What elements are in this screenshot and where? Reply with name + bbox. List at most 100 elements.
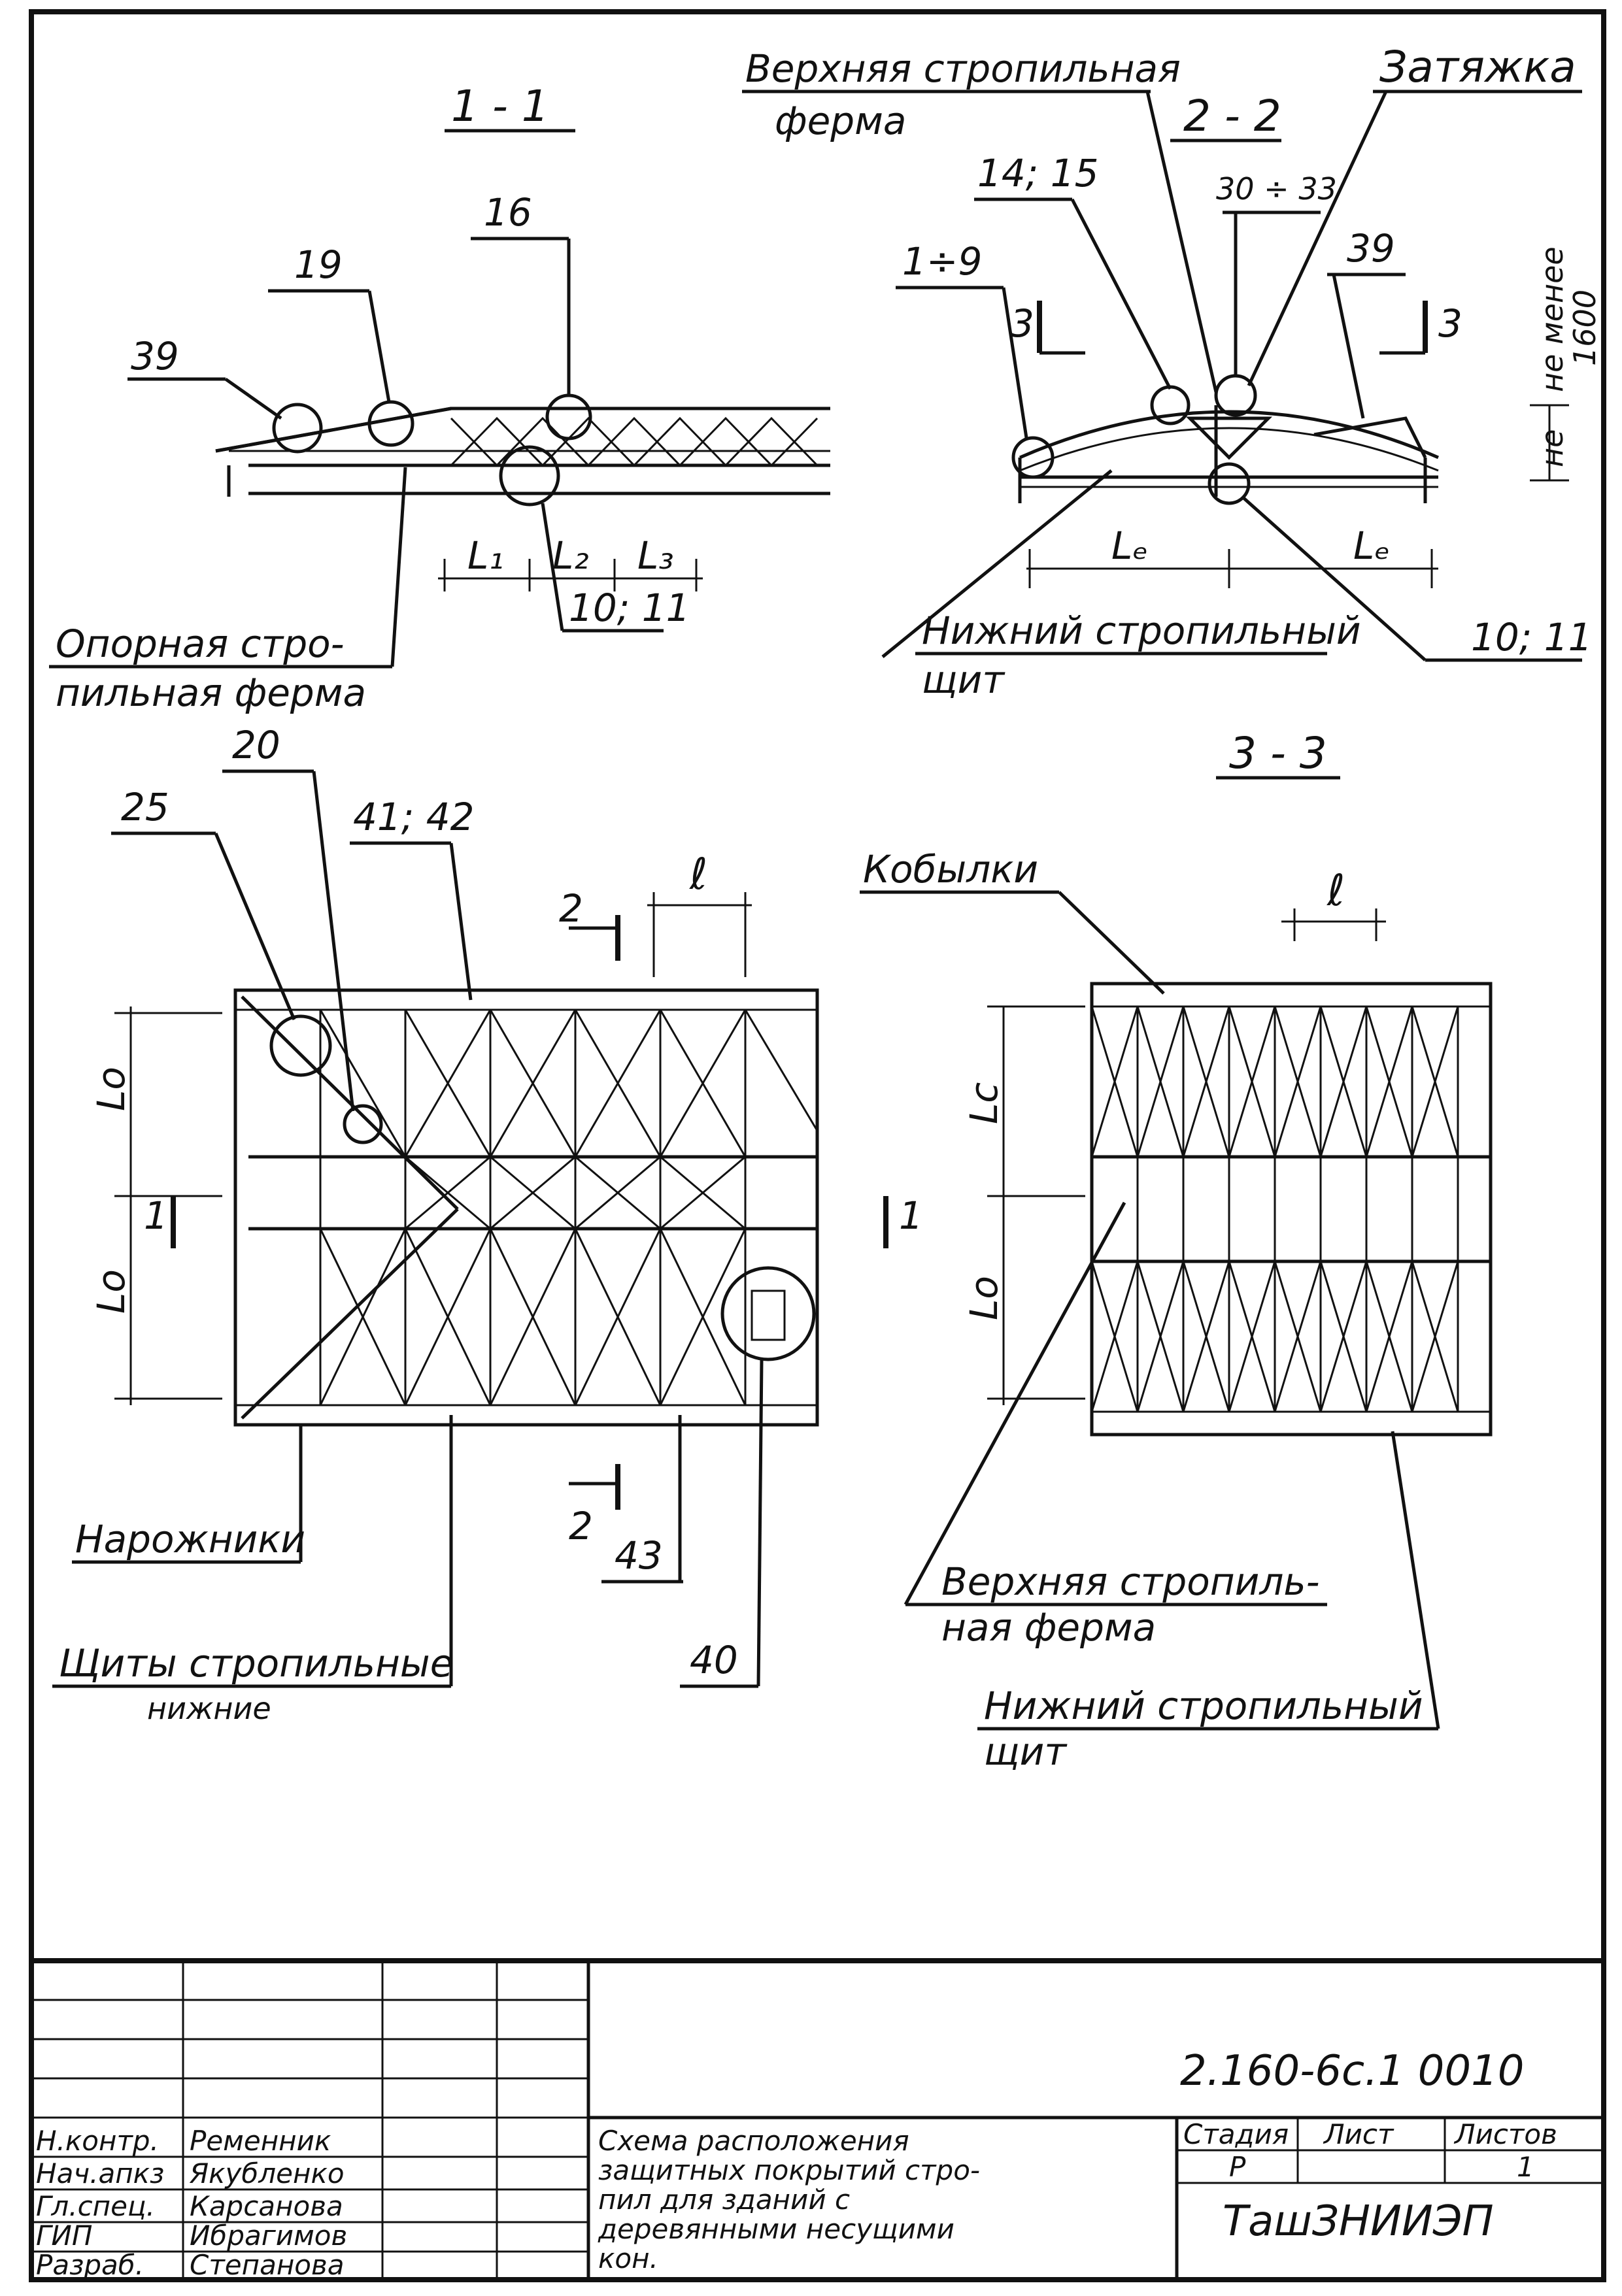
leader-support-truss [390, 467, 407, 667]
plan-bracing-upper [319, 1009, 819, 1157]
plan-bracing-lower [319, 1228, 747, 1406]
node-16-circle [545, 393, 592, 441]
section-2-2: Верхняя стропильная ферма 2 - 2 Затяжка … [742, 42, 1602, 702]
tb-name-4: Степанова [190, 2249, 344, 2281]
leader-39 [224, 377, 282, 420]
truss-lattice [450, 416, 819, 467]
label-not-less-2: 1600 [1567, 290, 1602, 366]
tb-role-0: Н.контр. [36, 2125, 159, 2157]
mark-10-11-a: 10; 11 [569, 586, 690, 630]
node-20-circle [343, 1104, 383, 1144]
mark-16: 16 [484, 190, 532, 235]
section-2-2-title: 2 - 2 [1183, 91, 1281, 141]
dim-L3: L₃ [637, 533, 674, 578]
tb-role-3: ГИП [36, 2220, 92, 2252]
label-tie: Затяжка [1379, 42, 1576, 92]
leader-kobylki [1058, 891, 1165, 995]
label-lower-panel-33-2: щит [984, 1729, 1068, 1774]
support-truss-slope [215, 407, 452, 453]
hip-diagonal-upper [241, 995, 459, 1210]
section-1-1-title: 1 - 1 [451, 81, 549, 131]
tb-stage-header: Стадия [1183, 2118, 1289, 2150]
mark-41-42: 41; 42 [353, 795, 475, 839]
mark-20: 20 [232, 723, 280, 767]
arch-lower [1019, 427, 1439, 472]
s33-outline [1090, 982, 1493, 1437]
mark-2-a: 2 [559, 886, 583, 931]
tb-role-2: Гл.спец. [36, 2190, 155, 2222]
node-1-9-circle [1011, 436, 1055, 479]
label-upper-truss-33-2: ная ферма [941, 1605, 1156, 1650]
tb-org: ТашЗНИИЭП [1223, 2197, 1494, 2246]
plan-outline [233, 988, 819, 1427]
mark-1-b: 1 [899, 1193, 923, 1238]
label-upper-truss-1: Верхняя стропильная [745, 46, 1181, 91]
mark-40: 40 [690, 1638, 738, 1682]
tb-sheets-value: 1 [1517, 2151, 1534, 2183]
s33-bracing-upper [1090, 1006, 1459, 1157]
node-40-plate [751, 1289, 786, 1341]
mark-39-b: 39 [1347, 226, 1395, 271]
tb-desc-1: защитных покрытий стро- [598, 2154, 980, 2186]
dim-L1: L₁ [467, 533, 504, 578]
dim-Lo-4: Lo [962, 1276, 1006, 1320]
leader-39b [1332, 274, 1365, 419]
leader-20 [312, 771, 355, 1112]
dim-L2: L₂ [552, 533, 589, 578]
plan-verticals [319, 1010, 747, 1405]
section-3-3: 3 - 3 Кобылки ℓ Lc Lo Верхняя стропиль- … [860, 728, 1493, 1774]
label-not-less-1: не менее [1534, 246, 1570, 392]
label-upper-truss-2: ферма [775, 99, 906, 143]
tb-desc-0: Схема расположения [598, 2125, 909, 2157]
title-block-frame [29, 1958, 1606, 2282]
tb-desc-4: кон. [598, 2242, 658, 2274]
leader-lower-panel-22 [881, 469, 1113, 658]
node-10-11-b-circle [1208, 462, 1251, 505]
title-block: 2.160-6с.1 0010 Н.контр. Ременник Нач.ап… [29, 1958, 1606, 2282]
label-lower-panel-33-1: Нижний стропильный [984, 1684, 1423, 1728]
node-19-circle [367, 400, 414, 447]
plan-bracing-mid [405, 1156, 746, 1230]
node-40-circle [720, 1266, 816, 1361]
mark-14-15: 14; 15 [977, 151, 1099, 195]
mark-2-b: 2 [569, 1504, 593, 1548]
apex-node [1185, 416, 1273, 460]
tb-role-4: Разраб. [36, 2249, 144, 2281]
leader-25 [214, 833, 296, 1020]
mark-30-33: 30 ÷ 33 [1216, 171, 1337, 207]
leader-tie [1247, 90, 1388, 387]
dim-Lo-3: Lc [962, 1082, 1006, 1124]
leader-10-11-b [1241, 495, 1427, 661]
s33-verticals [1136, 1007, 1459, 1412]
leader-14-15 [1070, 198, 1172, 390]
tb-code: 2.160-6с.1 0010 [1180, 2047, 1525, 2095]
tb-name-3: Ибрагимов [190, 2220, 347, 2252]
tb-stage-value: Р [1229, 2151, 1246, 2183]
roof-slope-right [1313, 416, 1427, 459]
label-support-truss-1: Опорная стро- [56, 622, 345, 666]
leader-upper-truss-33 [904, 1201, 1126, 1606]
label-lower-panels-1: Щиты стропильные [59, 1641, 453, 1686]
tb-desc-3: деревянными несущими [598, 2213, 955, 2245]
leader-lower-panel-33 [1391, 1431, 1440, 1729]
tb-role-1: Нач.апкз [36, 2157, 164, 2189]
leader-1-9 [1002, 287, 1028, 439]
dim-Lo-1: Lo [89, 1067, 133, 1111]
mark-43: 43 [615, 1533, 663, 1578]
tb-name-2: Карсанова [190, 2190, 343, 2222]
label-not: не [1534, 429, 1570, 467]
plan-view: 25 20 41; 42 2 2 ℓ Lo Lo 1 1 Наро [52, 723, 923, 1726]
label-lower-panel-22-2: щит [922, 657, 1005, 702]
section-1-1: 1 - 1 39 19 16 L₁ L₂ L₃ [49, 81, 830, 715]
node-39-circle [272, 403, 323, 454]
hip-diagonal-lower [241, 1208, 459, 1420]
tb-sheet-header: Лист [1323, 2118, 1394, 2150]
dim-Le-2: Lₑ [1353, 524, 1391, 568]
tb-rows [31, 1999, 588, 2253]
mark-10-11-b: 10; 11 [1471, 615, 1593, 659]
dim-Lo-2: Lo [89, 1269, 133, 1314]
leader-10-11 [541, 503, 564, 631]
mark-3-a: 3 [1010, 301, 1034, 346]
